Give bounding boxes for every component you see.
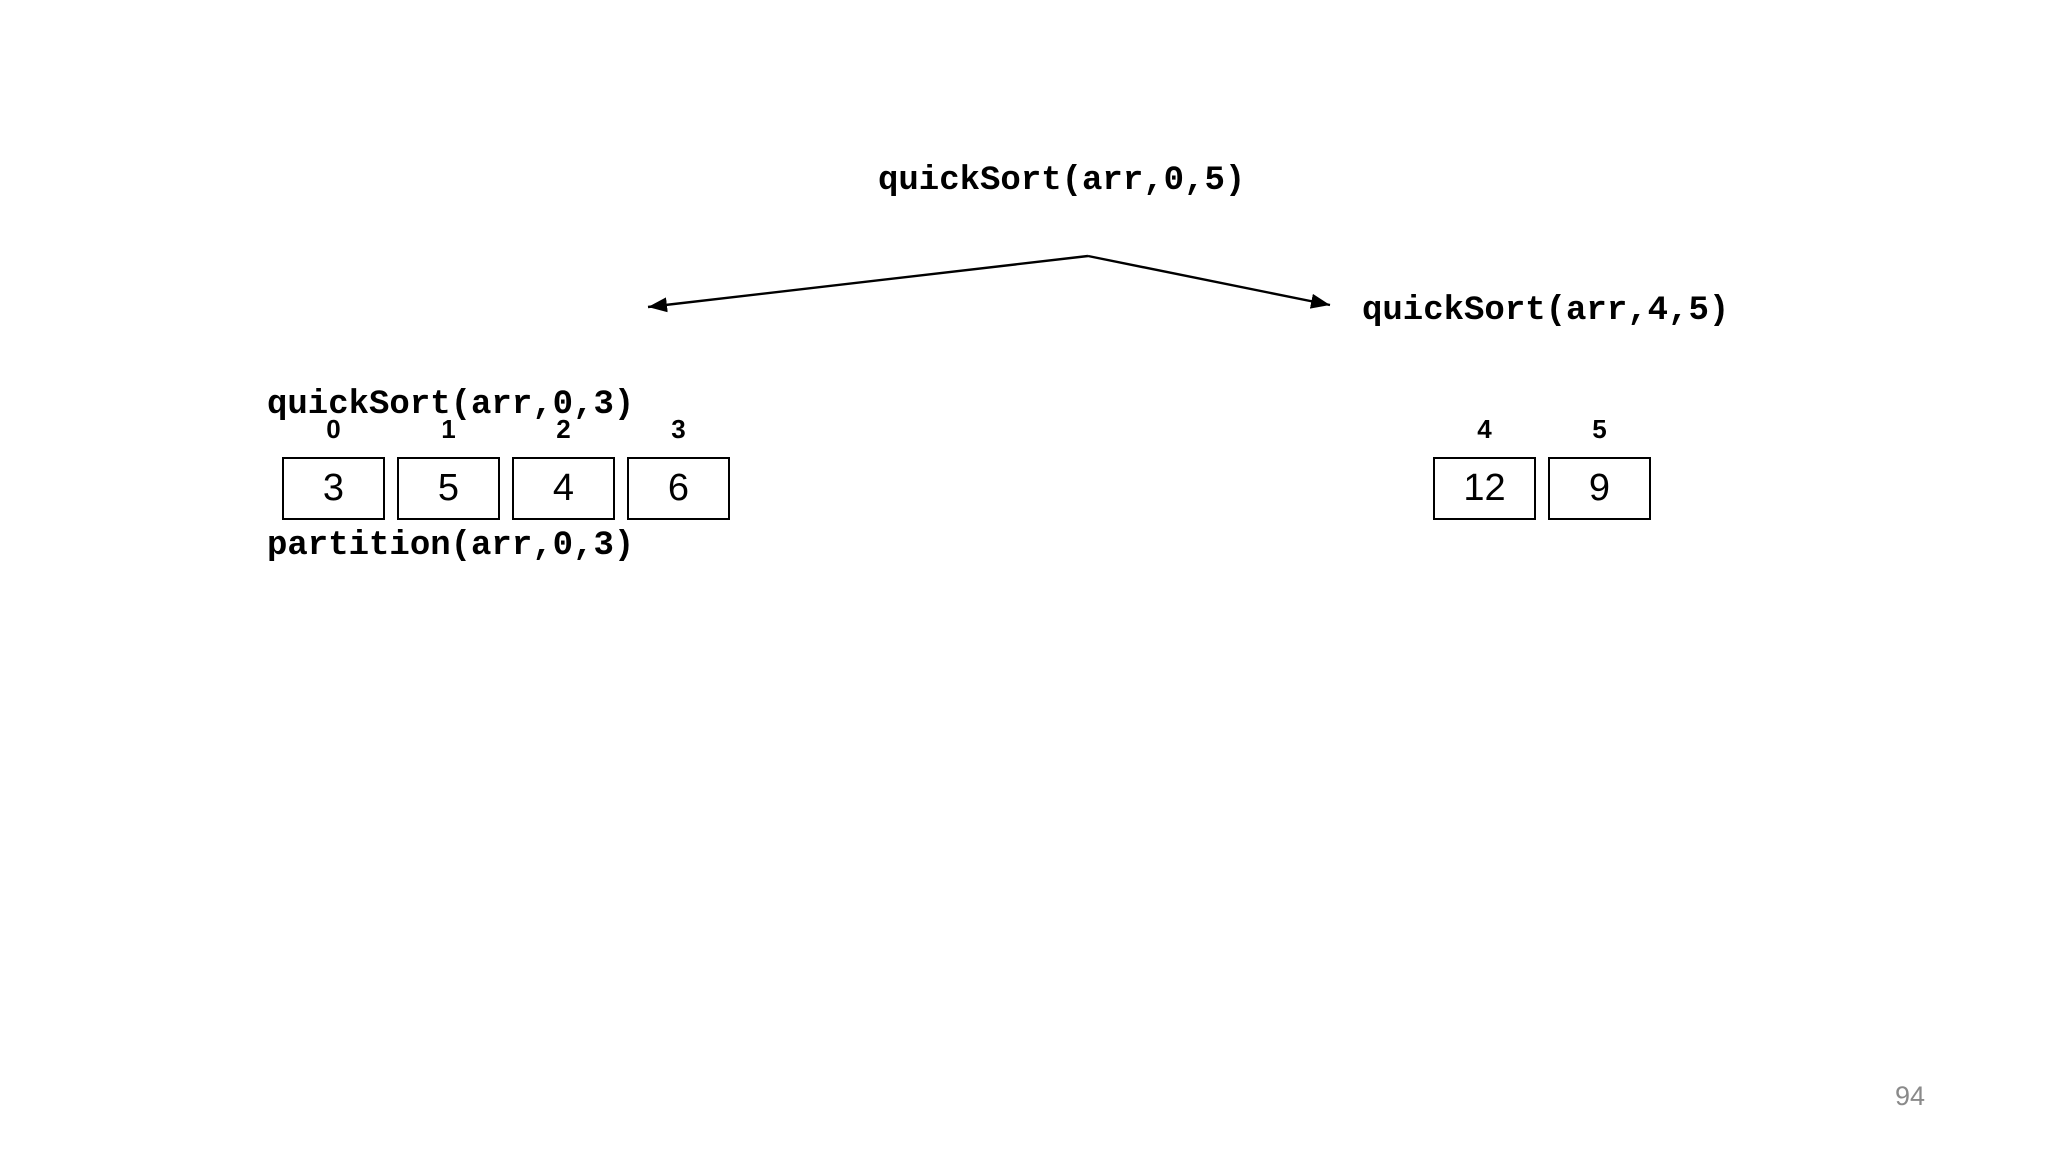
array-value: 12 [1463,467,1506,509]
array-value-box: 3 [282,457,385,520]
array-cell: 5 9 [1548,413,1651,520]
array-index-label: 2 [556,414,571,444]
array-value: 4 [552,467,575,509]
array-index-label: 4 [1477,414,1492,444]
array-value-box: 9 [1548,457,1651,520]
left-branch-arrow-line [647,254,1089,313]
array-index-label: 0 [326,414,341,444]
page-number: 94 [1895,1081,1926,1111]
array-index-label: 5 [1592,414,1607,444]
array-value-box: 4 [512,457,615,520]
array-cell: 3 6 [627,413,730,520]
right-quicksort-call-label: quickSort(arr,4,5) [1362,292,1730,330]
array-index-label: 3 [671,414,686,444]
array-cell: 0 3 [282,413,385,520]
array-value-box: 5 [397,457,500,520]
array-value-box: 6 [627,457,730,520]
left-branch-labels: quickSort(arr,0,3) partition(arr,0,3) [267,288,634,664]
array-value: 6 [667,467,690,509]
array-value: 5 [437,467,460,509]
array-cell: 1 5 [397,413,500,520]
array-cell: 2 4 [512,413,615,520]
array-value-box: 12 [1433,457,1536,520]
root-call-label: quickSort(arr,0,5) [878,162,1246,200]
left-partition-call-label: partition(arr,0,3) [267,527,635,565]
array-index-label: 1 [441,414,456,444]
right-branch-arrow-line [1087,254,1331,309]
array-value: 9 [1588,467,1611,509]
array-cell: 4 12 [1433,413,1536,520]
left-quicksort-call-label: quickSort(arr,0,3) [267,386,635,424]
array-value: 3 [322,467,345,509]
